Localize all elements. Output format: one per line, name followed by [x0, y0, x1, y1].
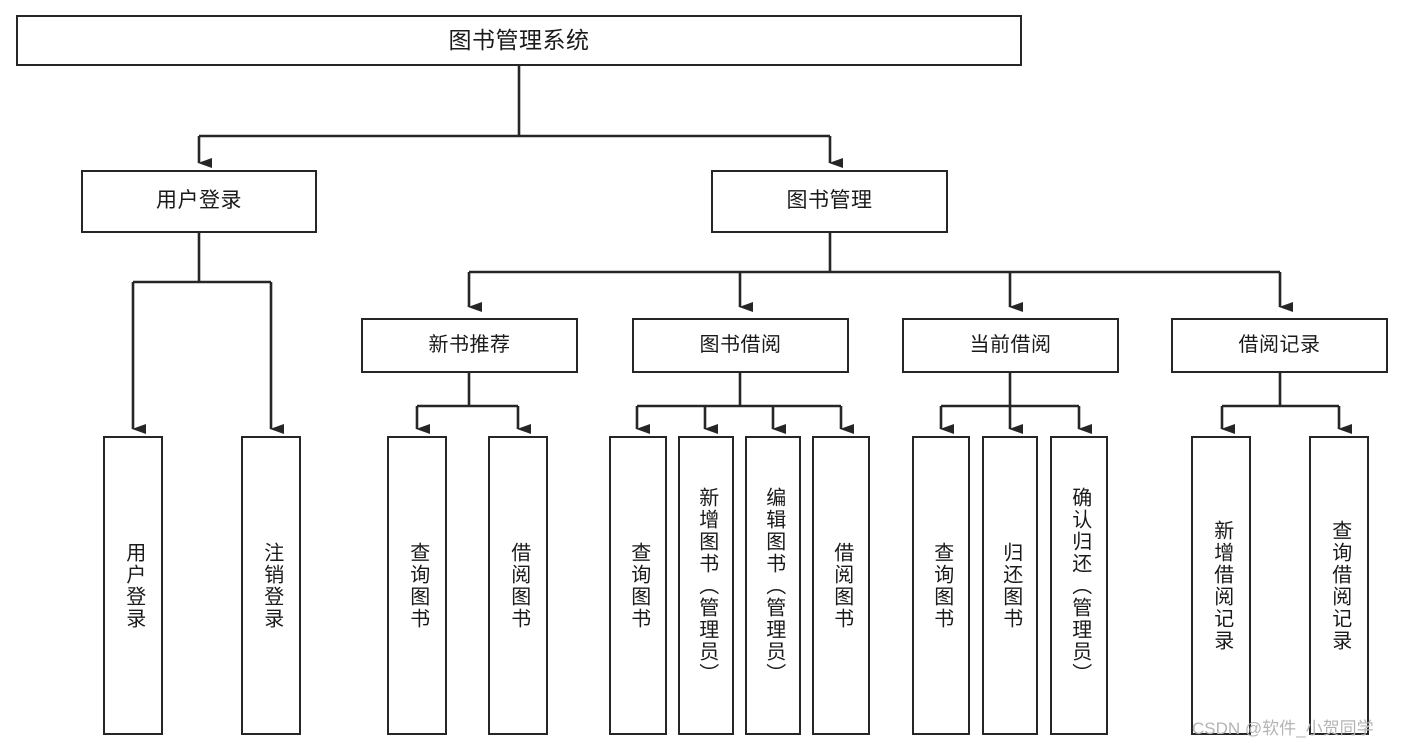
node-new-book-recommend-label: 新书推荐 [428, 333, 511, 356]
leaf-user-login-1[interactable]: 用户登录 [103, 436, 163, 735]
leaf-book-borrow-3[interactable]: 编辑图书（管理员） [745, 436, 801, 735]
leaf-book-borrow-1-label: 查询图书 [627, 541, 650, 630]
leaf-current-borrow-2[interactable]: 归还图书 [982, 436, 1038, 735]
leaf-current-borrow-1-label: 查询图书 [930, 541, 953, 630]
node-new-book-recommend[interactable]: 新书推荐 [361, 318, 578, 373]
leaf-book-borrow-2[interactable]: 新增图书（管理员） [678, 436, 734, 735]
leaf-book-borrow-4-label: 借阅图书 [830, 541, 853, 630]
node-user-login-label: 用户登录 [156, 189, 242, 213]
leaf-user-login-2[interactable]: 注销登录 [241, 436, 301, 735]
leaf-current-borrow-1[interactable]: 查询图书 [912, 436, 970, 735]
node-book-management-label: 图书管理 [786, 189, 873, 213]
leaf-borrow-record-2[interactable]: 查询借阅记录 [1309, 436, 1369, 735]
leaf-book-borrow-3-label: 编辑图书（管理员） [762, 486, 785, 685]
node-current-borrow[interactable]: 当前借阅 [902, 318, 1119, 373]
leaf-current-borrow-2-label: 归还图书 [999, 541, 1022, 630]
leaf-new-book-2-label: 借阅图书 [507, 541, 530, 630]
node-book-management[interactable]: 图书管理 [711, 170, 948, 233]
node-root[interactable]: 图书管理系统 [16, 15, 1022, 66]
leaf-book-borrow-4[interactable]: 借阅图书 [812, 436, 870, 735]
leaf-borrow-record-1-label: 新增借阅记录 [1210, 519, 1233, 652]
node-current-borrow-label: 当前借阅 [969, 333, 1052, 356]
leaf-user-login-1-label: 用户登录 [122, 541, 145, 630]
node-borrow-record-label: 借阅记录 [1238, 333, 1321, 356]
leaf-new-book-1-label: 查询图书 [406, 541, 429, 630]
leaf-user-login-2-label: 注销登录 [260, 541, 283, 630]
leaf-borrow-record-2-label: 查询借阅记录 [1328, 519, 1351, 652]
leaf-book-borrow-2-label: 新增图书（管理员） [695, 486, 718, 685]
leaf-borrow-record-1[interactable]: 新增借阅记录 [1191, 436, 1251, 735]
node-user-login[interactable]: 用户登录 [81, 170, 317, 233]
leaf-current-borrow-3[interactable]: 确认归还（管理员） [1050, 436, 1108, 735]
node-root-label: 图书管理系统 [448, 26, 590, 53]
node-book-borrow[interactable]: 图书借阅 [632, 318, 849, 373]
leaf-current-borrow-3-label: 确认归还（管理员） [1068, 486, 1091, 685]
node-borrow-record[interactable]: 借阅记录 [1171, 318, 1388, 373]
leaf-book-borrow-1[interactable]: 查询图书 [609, 436, 667, 735]
leaf-new-book-2[interactable]: 借阅图书 [488, 436, 548, 735]
watermark: CSDN @软件_小贺同学 [1192, 719, 1374, 738]
leaf-new-book-1[interactable]: 查询图书 [387, 436, 447, 735]
node-book-borrow-label: 图书借阅 [699, 333, 782, 356]
